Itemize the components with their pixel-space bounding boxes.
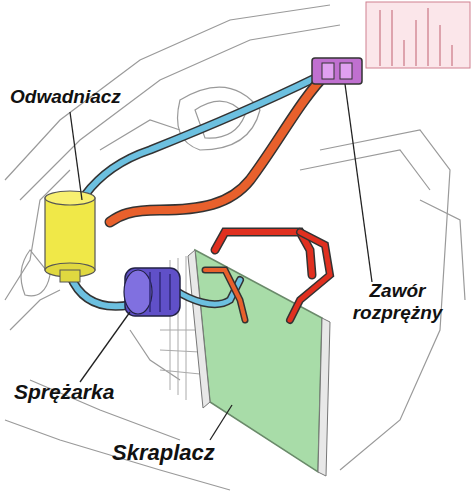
receiver-drier [45,191,95,282]
part-label: Zawór rozprężny [330,280,465,324]
high-pressure-pipes [110,72,330,320]
part-label: Skraplacz [112,440,252,465]
part-label: Odwadniacz [10,86,140,108]
compressor [124,268,180,316]
leader-lines [70,84,372,440]
inset-detail [366,2,470,68]
car-body-outline [5,5,465,490]
low-pressure-pipes [70,78,315,306]
part-label: Sprężarka [14,380,154,404]
expansion-valve [312,58,362,84]
